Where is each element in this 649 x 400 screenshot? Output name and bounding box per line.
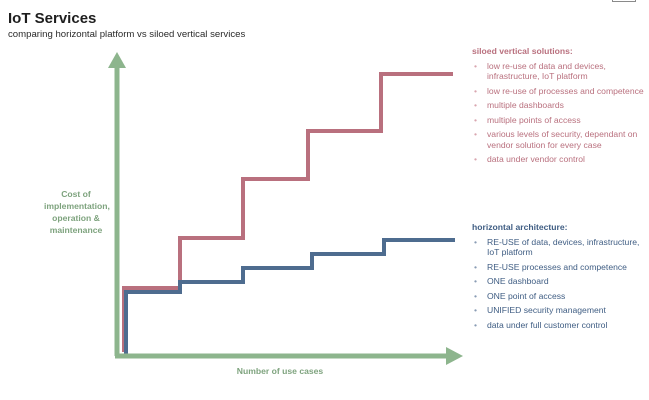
bullet-dot: • <box>474 261 478 272</box>
list-item: • multiple points of access <box>472 115 644 126</box>
bullet-dot: • <box>474 100 478 110</box>
list-item: • ONE dashboard <box>472 276 644 287</box>
list-item: • UNIFIED security management <box>472 305 644 316</box>
page-subtitle: comparing horizontal platform vs siloed … <box>8 29 246 40</box>
bullet-dot: • <box>474 85 478 96</box>
siloed-cost-staircase <box>122 72 453 352</box>
list-item: • multiple dashboards <box>472 100 644 111</box>
bullet-dot: • <box>474 114 478 125</box>
list-item: • low re-use of data and devices, infrast… <box>472 61 644 82</box>
list-item-text: RE-USE processes and competence <box>487 261 627 272</box>
list-item-text: data under full customer control <box>487 319 608 330</box>
horizontal-cost-staircase <box>124 238 455 354</box>
list-item-text: ONE point of access <box>487 290 566 301</box>
list-item: • various levels of security, dependant o… <box>472 129 644 150</box>
bullet-dot: • <box>474 276 478 286</box>
list-item-text: low re-use of processes and competence <box>487 85 644 96</box>
bullet-dot: • <box>474 60 478 71</box>
x-axis-arrowhead <box>446 347 463 365</box>
horizontal-list: • RE-USE of data, devices, infrastructure… <box>472 237 644 331</box>
list-item: • RE-USE processes and competence <box>472 262 644 273</box>
horizontal-architecture-panel: horizontal architecture: • RE-USE of data… <box>472 222 644 334</box>
siloed-solutions-panel: siloed vertical solutions: • low re-use o… <box>472 46 644 169</box>
y-axis-arrowhead <box>108 52 126 68</box>
y-axis-label-line: implementation, <box>44 201 110 211</box>
list-item: • ONE point of access <box>472 291 644 302</box>
list-item: • data under full customer control <box>472 320 644 331</box>
bullet-dot: • <box>474 129 478 139</box>
horizontal-heading: horizontal architecture: <box>472 222 568 232</box>
y-axis-label-line: Cost of <box>61 189 91 199</box>
list-item: • low re-use of processes and competence <box>472 86 644 97</box>
list-item: • data under vendor control <box>472 154 644 165</box>
y-axis-label: Cost of implementation, operation & main… <box>44 188 110 236</box>
page-title: IoT Services <box>8 10 97 27</box>
list-item-text: RE-USE of data, devices, infrastructure,… <box>487 236 640 258</box>
bullet-dot: • <box>474 290 478 301</box>
list-item-text: multiple dashboards <box>487 100 564 110</box>
bullet-dot: • <box>474 305 478 315</box>
y-axis-label-line: operation & <box>52 213 100 223</box>
bullet-dot: • <box>474 236 478 247</box>
list-item-text: low re-use of data and devices, infrastr… <box>487 60 606 82</box>
x-axis-label: Number of use cases <box>236 366 324 376</box>
list-item-text: ONE dashboard <box>487 276 549 286</box>
list-item: • RE-USE of data, devices, infrastructure… <box>472 237 644 258</box>
siloed-list: • low re-use of data and devices, infrast… <box>472 61 644 165</box>
corner-mark <box>612 0 636 2</box>
list-item-text: multiple points of access <box>487 114 581 125</box>
y-axis-label-line: maintenance <box>49 225 103 235</box>
list-item-text: data under vendor control <box>487 154 585 164</box>
bullet-dot: • <box>474 319 478 330</box>
siloed-heading: siloed vertical solutions: <box>472 46 573 56</box>
list-item-text: various levels of security, dependant on… <box>487 129 638 150</box>
bullet-dot: • <box>474 154 478 164</box>
list-item-text: UNIFIED security management <box>487 305 606 315</box>
